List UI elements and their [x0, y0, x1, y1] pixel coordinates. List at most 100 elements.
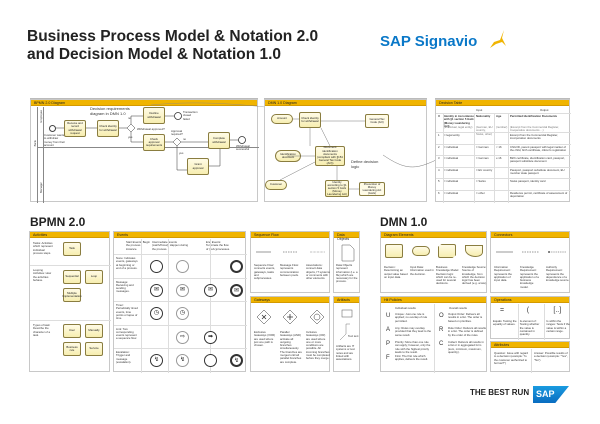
sap-logo: SAP: [533, 386, 569, 403]
operation-symbol: (: [526, 307, 530, 314]
table-cell: 1: [438, 133, 440, 137]
activities-panel: Activities Tasks: Activities which repre…: [29, 231, 111, 372]
event-row-label: Link: Two corresponding events represent…: [116, 326, 137, 341]
connectors-panel: Connectors Information Requirement: repr…: [490, 231, 570, 293]
operation-desc: Equals: Testing the equality of values.: [493, 319, 517, 327]
event-icon: [150, 260, 163, 273]
event-row-label: Escalation: Trigger and message (escalat…: [116, 350, 132, 364]
task: Check approval requirements: [143, 134, 165, 151]
table-cell: = individual: [444, 144, 459, 149]
table-cell: = legal entity: [444, 133, 460, 137]
event-icon: ➡: [204, 330, 217, 344]
row-divider: [114, 301, 247, 302]
event-icon: ✉: [150, 283, 163, 297]
it-system-icon: [339, 309, 353, 341]
event-row-label: None: Indicates events, gateways at begi…: [116, 256, 138, 270]
type-cell: (Excerpt from the Commercial Register, C…: [510, 125, 559, 133]
hit-policies-panel: Hit Policies Individual results Overall …: [380, 296, 487, 373]
hit-policy-letter: C: [439, 341, 444, 347]
event-icon: ◷: [150, 307, 163, 320]
table-cell: Swiss passport, identity card: [510, 179, 546, 183]
table-cell: = individual: [444, 167, 459, 172]
operations-panel: Operations =Equals: Testing the equality…: [490, 296, 570, 340]
hit-policy-letter: F: [386, 355, 390, 361]
table-header: U: [438, 114, 441, 118]
exclusive-gateway: [126, 123, 182, 147]
sap-signavio-logo: SAP Signavio: [380, 30, 506, 50]
column-divider: [443, 113, 444, 203]
bpmn-heading: BPMN 2.0: [30, 215, 86, 229]
operation-symbol: =: [500, 307, 505, 314]
table-cell: Child ID, parent passport with legal mar…: [510, 144, 567, 152]
row-divider: [436, 143, 571, 145]
start-event: [49, 125, 56, 132]
type-cell: (number): [496, 125, 508, 129]
flow-lines: [56, 102, 292, 171]
hit-policy-desc: Priority: More than one rule can apply; …: [395, 340, 431, 354]
table-cell: = German: [476, 144, 489, 149]
table-cell: = other: [476, 190, 485, 195]
table-cell: = German: [476, 156, 489, 160]
table-cell: = individual: [444, 190, 459, 195]
table-cell: Residence permit, certificate of assessm…: [510, 190, 568, 198]
table-header: Identity in Accordance with §1 section 5…: [444, 114, 474, 128]
table-header: Age: [496, 114, 502, 118]
divider: [436, 113, 571, 114]
table-cell: 2: [438, 144, 440, 149]
dmn-heading: DMN 1.0: [380, 215, 428, 229]
table-cell: 5: [438, 179, 440, 183]
hit-policy-desc: Collect: Delivers all results in a list …: [448, 340, 484, 354]
hit-policy-desc: First: The first rule which applies, del…: [395, 354, 429, 362]
data-object-icon: [341, 244, 355, 262]
task: Grant approval: [187, 158, 209, 175]
hit-policy-letter: P: [386, 341, 391, 347]
event-icon: ↯: [176, 354, 189, 367]
table-cell: = EU country: [476, 167, 493, 172]
type-cell: (German, EU country, Swiss, other): [476, 125, 493, 136]
table-header: Nationality: [476, 114, 491, 118]
event-column-header: Intermediate Events (catch/throw): Happe…: [152, 240, 189, 251]
event-column-header: End Events: Terminate the flow of (sub-)…: [206, 240, 230, 251]
task: Complete withdrawal: [208, 132, 230, 149]
event-icon: ✉: [204, 283, 217, 297]
hit-policy-desc: Unique: Just one rule is applied; no ove…: [395, 312, 428, 323]
column-divider: [494, 113, 495, 203]
row-divider: [436, 132, 571, 133]
hit-policy-letter: O: [439, 313, 444, 319]
row-divider: [114, 254, 247, 255]
type-cell: (individual, legal entity): [444, 125, 473, 129]
event-icon: ✉: [230, 283, 243, 297]
column-divider: [508, 113, 509, 203]
task: Decline withdrawal: [143, 107, 165, 124]
table-cell: = individual: [444, 179, 459, 183]
event-icon: ↯: [230, 354, 243, 367]
column-divider: [210, 239, 211, 373]
table-cell: Excerpt from the Commercial Register, in…: [510, 133, 559, 141]
event-icon: ↯: [150, 354, 163, 367]
event-icon: [230, 260, 243, 273]
event-icon: ✉: [176, 283, 189, 297]
table-header: Permitted Identification Documents: [510, 114, 558, 118]
task: Receive and record withdrawal request: [64, 120, 86, 137]
event-icon: ◷: [176, 307, 189, 320]
column-divider: [517, 304, 519, 340]
operation-symbol: [..]: [553, 307, 562, 314]
dmn-diagram-panel: DMN 1.0 Diagram Amount Check identity fo…: [264, 99, 437, 202]
event-column-header: Start Events: Begin the process instance…: [126, 240, 150, 251]
artifacts-panel: Artifacts Text text Artifacts are IT sys…: [333, 296, 360, 372]
row-divider: [114, 348, 247, 349]
hit-policy-desc: Output Order: Delivers all results in a …: [448, 312, 483, 323]
row-divider: [114, 277, 247, 279]
gazelle-icon: [490, 30, 506, 48]
operation-desc: Is within the ranges: Tests if the value…: [546, 319, 570, 333]
row-divider: [436, 166, 571, 168]
hit-policy-letter: U: [386, 313, 391, 319]
row-divider: [114, 324, 247, 326]
table-cell: = individual: [444, 156, 459, 160]
bpmn-diagram-panel: BPMN 2.0 Diagram Bank Employee Manager D…: [30, 99, 292, 203]
hit-policy-desc: Any: Rules may overlap, provided that th…: [395, 326, 432, 337]
event-row-label: Timer: Periodically timed events, time p…: [116, 303, 138, 321]
table-cell: = Swiss: [476, 179, 486, 183]
